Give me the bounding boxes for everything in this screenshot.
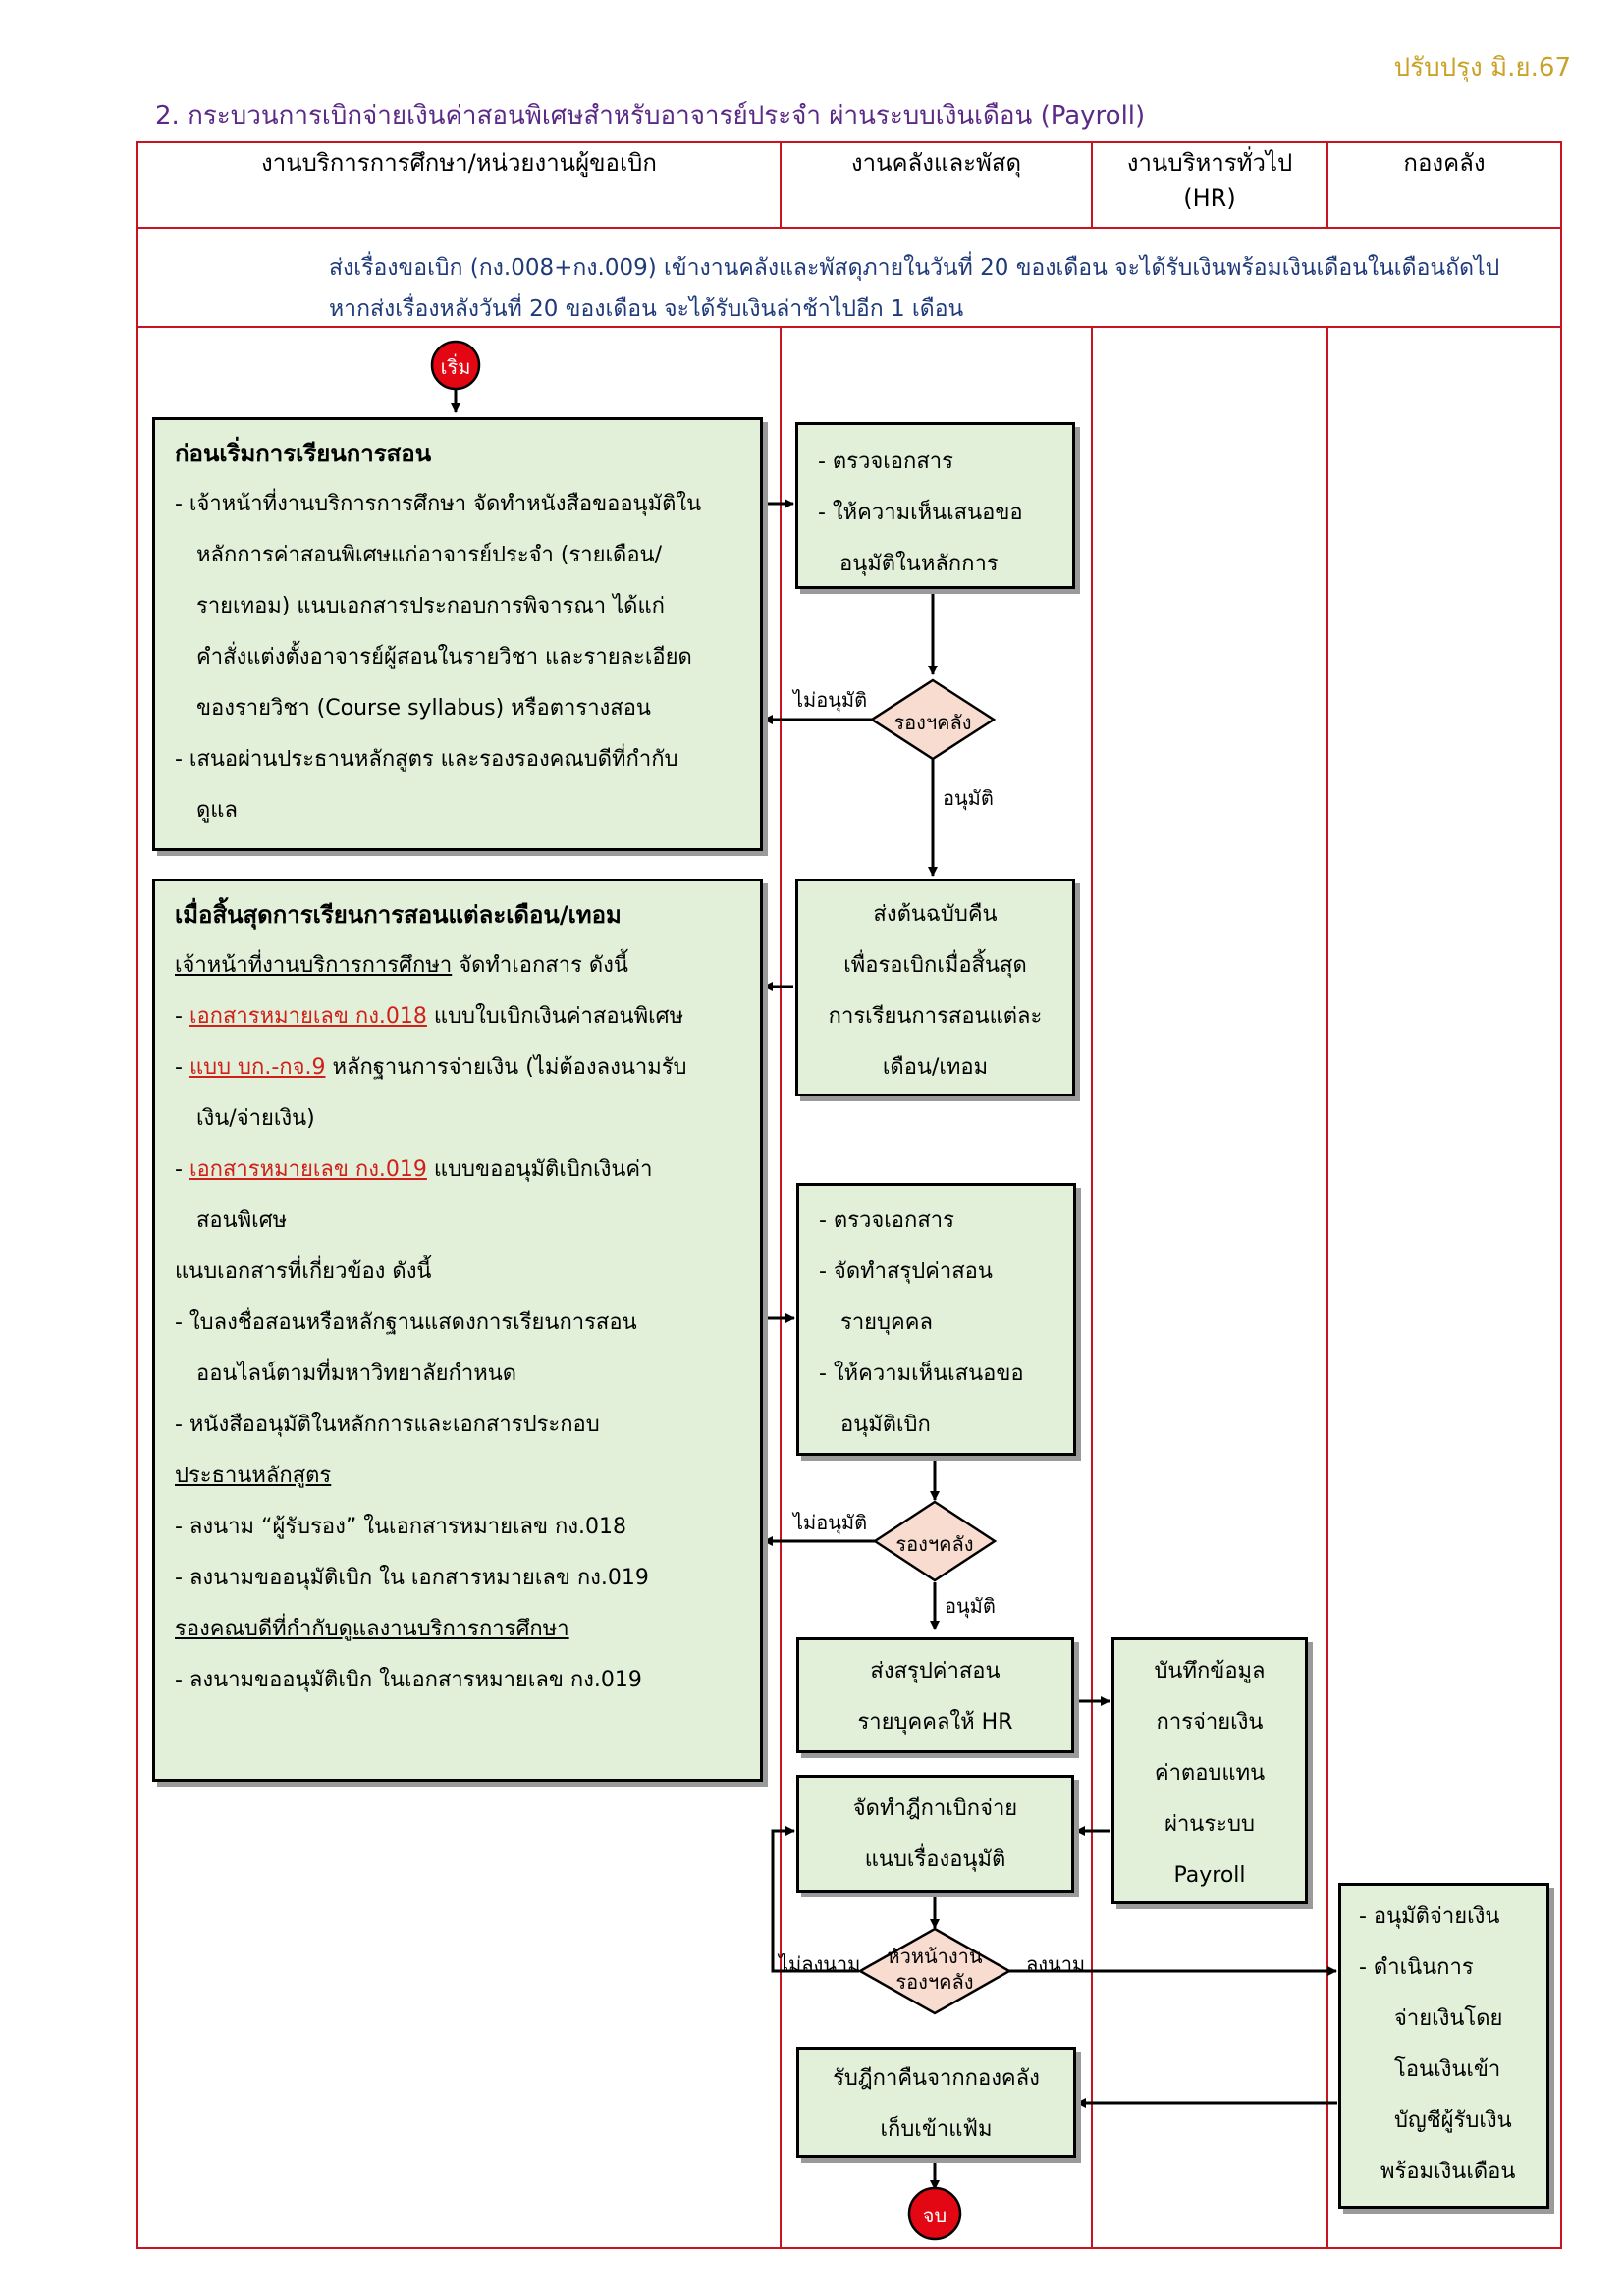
connectors [451, 388, 1337, 2190]
decision-1-approve-label: อนุมัติ [943, 786, 994, 810]
lane-header-finance: กองคลัง [1403, 149, 1486, 177]
doc-link-018[interactable]: เอกสารหมายเลข กง.018 [189, 1004, 427, 1029]
revision-note: ปรับปรุง มิ.ย.67 [1393, 53, 1571, 82]
doc-link-019[interactable]: เอกสารหมายเลข กง.019 [189, 1157, 427, 1182]
lane-header-treasury: งานคลังและพัสดุ [850, 149, 1022, 177]
lane-header-education: งานบริการการศึกษา/หน่วยงานผู้ขอเบิก [261, 149, 657, 177]
step-finance-payment: - อนุมัติจ่ายเงิน - ดำเนินการ จ่ายเงินโด… [1338, 1883, 1549, 2209]
step-return-original: ส่งต้นฉบับคืน เพื่อรอเบิกเมื่อสิ้นสุด กา… [795, 879, 1075, 1096]
decision-3-label: หัวหน้างาน รองฯคลัง [887, 1945, 983, 1994]
decision-2-label: รองฯคลัง [895, 1532, 974, 1556]
step-prepare-voucher: จัดทำฎีกาเบิกจ่าย แนบเรื่องอนุมัติ [796, 1775, 1074, 1893]
decision-1-reject-label: ไม่อนุมัติ [793, 688, 868, 712]
decisions [857, 678, 1012, 2015]
decision-diamond-3 [857, 1927, 1012, 2015]
step-receive-voucher: รับฎีกาคืนจากกองคลัง เก็บเข้าแฟ้ม [796, 2047, 1076, 2158]
decision-diamond-1 [869, 678, 997, 761]
terminals [430, 340, 962, 2241]
step-send-summary-hr: ส่งสรุปค่าสอน รายบุคคลให้ HR [796, 1637, 1074, 1753]
decision-3-signed-label: ลงนาม [1026, 1952, 1086, 1976]
end-circle [907, 2186, 962, 2241]
decision-1-label: รองฯคลัง [893, 711, 972, 734]
end-label: จบ [922, 2204, 947, 2227]
doc-link-bk9[interactable]: แบบ บก.-กจ.9 [189, 1055, 326, 1080]
step-after-teaching: เมื่อสิ้นสุดการเรียนการสอนแต่ละเดือน/เทอ… [152, 879, 763, 1782]
decision-3-not-signed-label: ไม่ลงนาม [779, 1952, 861, 1976]
step-check-documents-1: - ตรวจเอกสาร - ให้ความเห็นเสนอขอ อนุมัติ… [795, 422, 1075, 589]
step-before-teaching: ก่อนเริ่มการเรียนการสอน - เจ้าหน้าที่งาน… [152, 417, 763, 851]
decision-2-approve-label: อนุมัติ [945, 1594, 996, 1618]
start-label: เริ่ม [440, 355, 471, 379]
lane-header-hr: งานบริหารทั่วไป (HR) [1126, 149, 1293, 212]
start-circle [430, 340, 481, 391]
decision-2-reject-label: ไม่อนุมัติ [793, 1511, 868, 1534]
submission-note: ส่งเรื่องขอเบิก (กง.008+กง.009) เข้างานค… [329, 255, 1500, 322]
step-hr-payroll: บันทึกข้อมูล การจ่ายเงิน ค่าตอบแทน ผ่านร… [1111, 1637, 1308, 1904]
decision-diamond-2 [872, 1500, 998, 1582]
swimlane-grid [136, 141, 1562, 2249]
page-title: 2. กระบวนการเบิกจ่ายเงินค่าสอนพิเศษสำหรั… [155, 101, 1146, 131]
step-check-documents-2: - ตรวจเอกสาร - จัดทำสรุปค่าสอน รายบุคคล … [796, 1183, 1076, 1456]
